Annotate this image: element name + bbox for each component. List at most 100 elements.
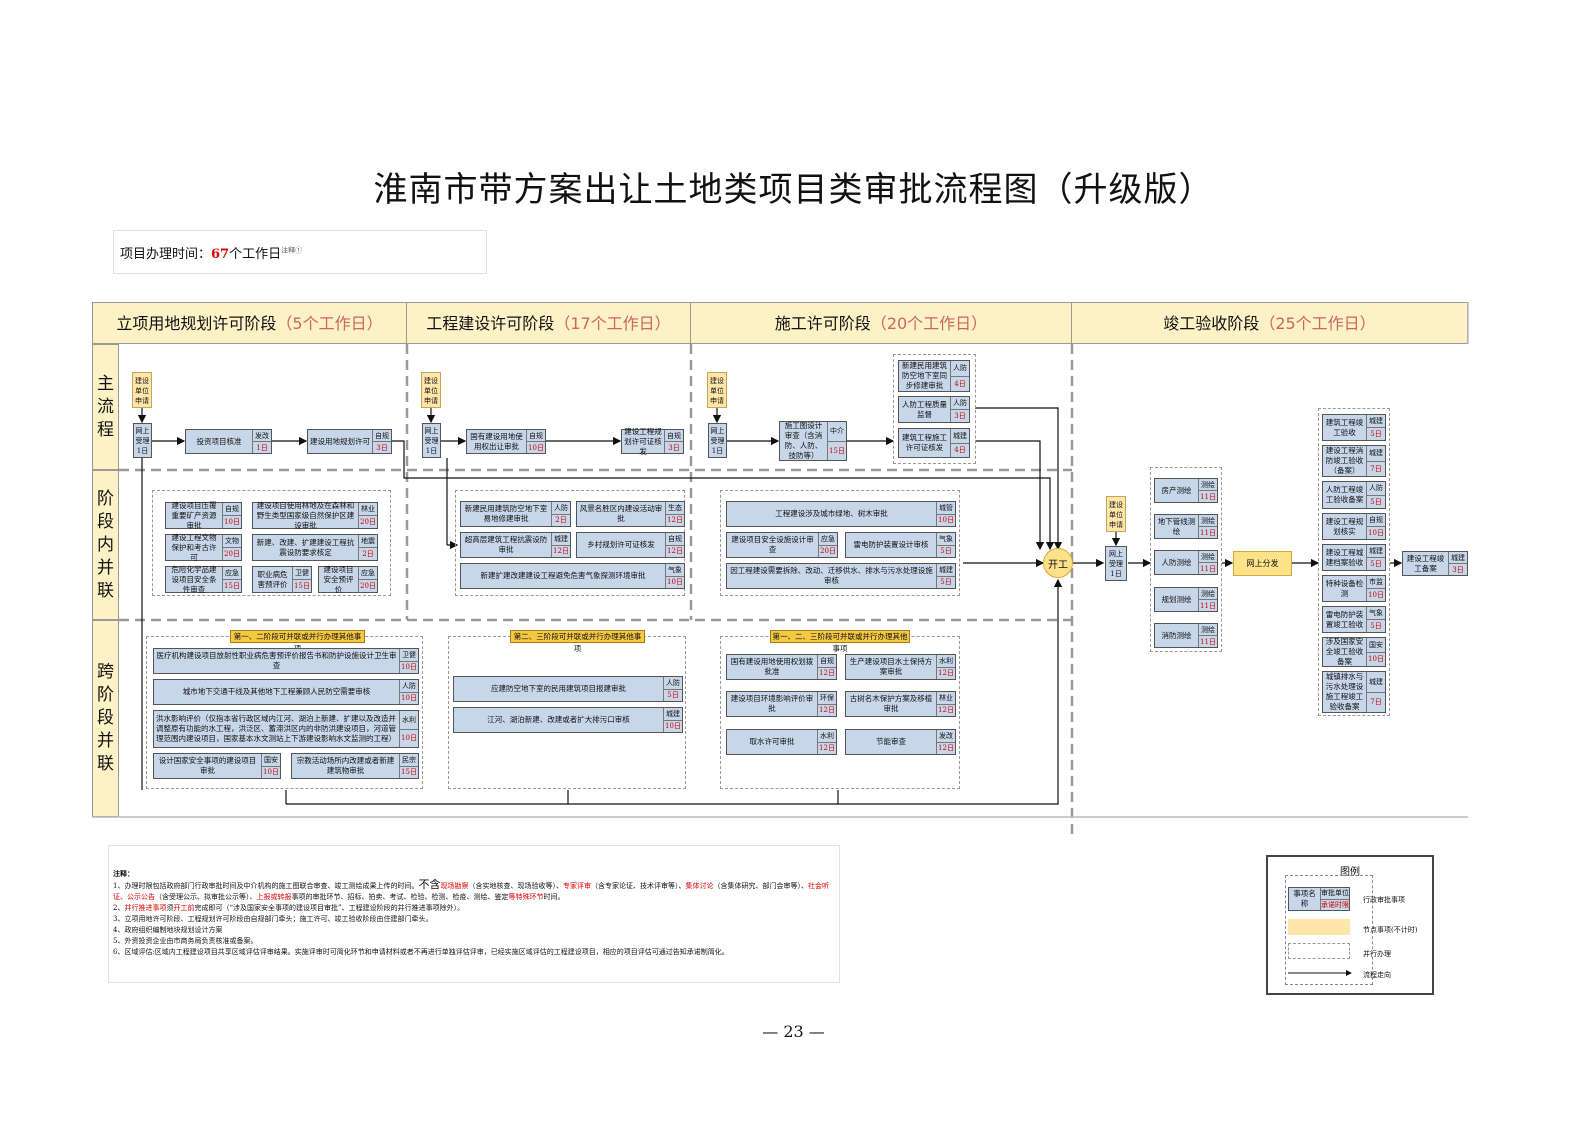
cross-header-1: 第一、二阶段可并联或并行办理其他事项	[230, 630, 365, 653]
item-dept: 水利	[402, 715, 416, 724]
item-dept: 测绘	[1201, 552, 1215, 561]
item-days: 4日	[951, 375, 969, 392]
item-name: 新建民用建筑防空地下室易地修建审批	[461, 502, 552, 526]
inner-group-3	[720, 490, 960, 596]
item-dept: 水利	[820, 731, 834, 740]
legend-sample-item: 事项名称审批单位承诺时限	[1288, 887, 1350, 911]
item-days: 11日	[1199, 490, 1217, 502]
stage-header-1: 立项用地规划许可阶段（5个工作日）	[92, 302, 407, 344]
page-title: 淮南市带方案出让土地类项目类审批流程图（升级版）	[373, 170, 1214, 210]
item-dept: 文物	[225, 537, 239, 545]
stage-days: （5个工作日）	[276, 314, 383, 333]
stage-header-2: 工程建设许可阶段（17个工作日）	[406, 302, 691, 344]
item-name: 建筑工程竣工验收	[1323, 415, 1367, 440]
item-dept: 应急	[361, 569, 375, 577]
item-days: 11日	[1199, 526, 1217, 538]
item-dept: 自规	[529, 431, 543, 440]
online-distribution-node: 网上分发	[1233, 551, 1292, 576]
item-name: 工程建设涉及城市绿地、树木审批	[727, 502, 937, 526]
legend-label-node: 节点事项(不计时)	[1363, 926, 1418, 934]
cross-header-2: 第二、三阶段可并联或并行办理其他事项	[510, 630, 645, 653]
item-dept: 林业	[361, 505, 375, 513]
item-name: 特种设备检测	[1323, 576, 1367, 601]
item-days: 15日	[400, 765, 418, 779]
item-dept: 测绘	[1201, 516, 1215, 525]
stage-days: （17个工作日）	[554, 314, 671, 333]
item-name: 风景名胜区内建设活动审批	[577, 502, 666, 526]
item-days: 10日	[1367, 526, 1385, 539]
item-days: 15日	[293, 579, 311, 592]
item-days: 11日	[1199, 635, 1217, 647]
item-name: 消防测绘	[1155, 624, 1199, 647]
accept-node-4: 网上受理1日	[1105, 546, 1127, 581]
item-name: 国有建设用地使用权出让审批	[467, 430, 527, 453]
stage-name: 立项用地规划许可阶段	[116, 314, 277, 333]
apply-node-3: 建设单位申请	[707, 372, 727, 408]
note-line-6: 6、区域评估:区域内工程建设项目共享区域评估评审结果。实施评审时可简化环节和申请…	[113, 948, 729, 956]
note-text: （含受理公示、拟审批公示等）、	[155, 893, 257, 901]
item-name: 建筑工程施工许可证核发	[899, 429, 951, 457]
item-name: 新建民用建筑防空地下室同步修建审批	[899, 361, 951, 391]
item-name: 城镇排水与污水处理设施工程竣工验收备案	[1323, 672, 1367, 712]
legend-box: 图例 事项名称审批单位承诺时限 行政审批事项 节点事项(不计时) 并行办理 流程…	[1266, 855, 1434, 995]
stage-name: 施工许可阶段	[774, 314, 871, 333]
item-name: 建设项目使用林地及在森林和野生类型国家级自然保护区建设审批	[253, 501, 359, 530]
item-dept: 地震	[361, 537, 375, 545]
stage-name: 工程建设许可阶段	[426, 314, 555, 333]
item-days: 12日	[818, 666, 836, 680]
item-days: 3日	[951, 409, 969, 422]
time-prefix: 项目办理时间：	[120, 247, 212, 262]
item-dept: 人防	[953, 364, 967, 373]
item-days: 10日	[1367, 588, 1385, 601]
note-text: 集体讨论	[685, 882, 714, 890]
item-days: 12日	[666, 544, 684, 558]
time-note: 注释①	[281, 246, 303, 255]
item-name: 危险化学品建设项目安全条件审查	[166, 565, 223, 594]
item-name: 取水许可审批	[727, 730, 818, 754]
item-dept: 卫健	[295, 569, 309, 577]
item-dept: 国安	[1369, 640, 1383, 649]
note-text: 现场勘察	[440, 882, 469, 890]
legend-frame	[1285, 875, 1373, 985]
stage-days: （25个工作日）	[1259, 314, 1376, 333]
item-name: 建设项目安全设施设计审查	[727, 533, 819, 557]
item-name: 节能审查	[846, 730, 937, 754]
legend-node-swatch	[1288, 919, 1350, 935]
stage-header-3: 施工许可阶段（20个工作日）	[690, 302, 1072, 344]
item-dept: 城建	[953, 431, 967, 440]
item-name: 雷电防护装置竣工验收	[1323, 607, 1367, 632]
accept-node-1: 网上受理1日	[133, 423, 152, 458]
item-name: 江河、湖泊新建、改建或者扩大排污口审核	[454, 708, 664, 732]
item-name: 设计国家安全事项的建设项目审批	[154, 754, 262, 778]
item-days: 10日	[400, 660, 418, 674]
item-name: 医疗机构建设项目放射性职业病危害预评价报告书和防护设施设计卫生审查	[154, 649, 400, 673]
item-dept: 城建	[1451, 553, 1465, 562]
item-name: 建设项目环境影响评价审批	[727, 692, 818, 716]
note-text: （含集体研究、部门会审等）、	[713, 882, 808, 890]
item-dept: 城建	[666, 709, 680, 718]
item-days: 1日	[253, 441, 271, 453]
accept-node-2: 网上受理1日	[422, 423, 441, 458]
note-line-5: 5、外资投资企业由市商务局负责核准或备案。	[113, 937, 258, 945]
